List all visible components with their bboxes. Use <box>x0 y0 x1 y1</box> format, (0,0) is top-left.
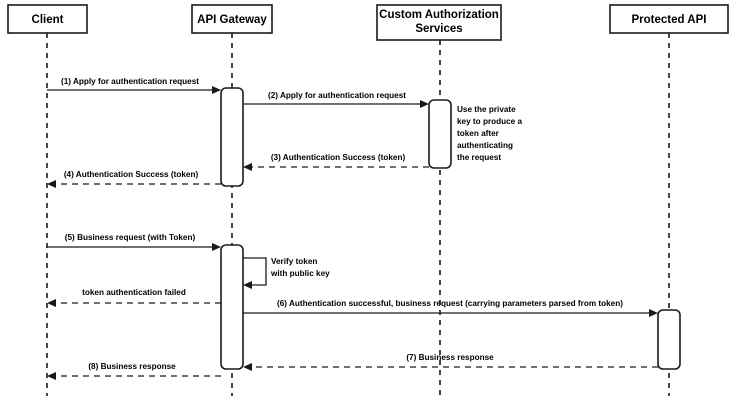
message-1-label: (1) Apply for authentication request <box>61 77 199 86</box>
participant-label-custom-authorization-services-line1: Custom Authorization <box>379 9 499 21</box>
message-6-label: (6) Authentication successful, business … <box>277 299 623 308</box>
message-4-label: (4) Authentication Success (token) <box>64 170 199 179</box>
participant-box-custom-authorization-services[interactable] <box>376 4 502 41</box>
participant-label-api-gateway: API Gateway <box>197 14 267 26</box>
note-private-key-line4: authenticating <box>457 141 513 150</box>
message-2-label: (2) Apply for authentication request <box>268 91 406 100</box>
note-private-key-line3: token after <box>457 129 500 138</box>
message-2-arrowhead-icon <box>420 100 429 108</box>
activation-api-gateway-business <box>220 244 244 370</box>
activation-protected-api <box>657 309 681 370</box>
message-3-label: (3) Authentication Success (token) <box>271 153 406 162</box>
message-6-arrowhead-icon <box>649 309 658 317</box>
self-call-verify-token[interactable]: Verify token with public key <box>243 257 330 289</box>
note-private-key-line2: key to produce a <box>457 117 523 126</box>
activation-api-gateway-auth <box>220 87 244 187</box>
activation-bars-group <box>220 87 681 370</box>
participant-api-gateway[interactable]: API Gateway <box>191 4 273 34</box>
message-token-authentication-failed-arrowhead-icon <box>47 299 56 307</box>
self-call-verify-token-arrowhead-icon <box>243 281 252 289</box>
message-4[interactable]: (4) Authentication Success (token) <box>47 170 221 188</box>
participant-client[interactable]: Client <box>7 4 88 34</box>
message-5-arrowhead-icon <box>212 243 221 251</box>
note-private-key-line5: the request <box>457 153 501 162</box>
message-4-arrowhead-icon <box>47 180 56 188</box>
message-8-label: (8) Business response <box>88 362 176 371</box>
message-6[interactable]: (6) Authentication successful, business … <box>243 299 658 317</box>
message-5[interactable]: (5) Business request (with Token) <box>47 233 221 251</box>
message-1-arrowhead-icon <box>212 86 221 94</box>
participant-label-client: Client <box>32 14 64 26</box>
self-call-verify-token-label-line1: Verify token <box>271 257 317 266</box>
message-token-authentication-failed-label: token authentication failed <box>82 288 186 297</box>
note-private-key: Use the private key to produce a token a… <box>457 105 523 162</box>
self-call-verify-token-label-line2: with public key <box>270 269 330 278</box>
message-7-label: (7) Business response <box>406 353 494 362</box>
message-7-arrowhead-icon <box>243 363 252 371</box>
lifelines-group <box>46 33 670 396</box>
message-3[interactable]: (3) Authentication Success (token) <box>243 153 429 171</box>
self-call-verify-token-line <box>243 257 267 286</box>
participant-label-custom-authorization-services-line2: Services <box>415 23 462 35</box>
message-8[interactable]: (8) Business response <box>47 362 221 380</box>
message-8-arrowhead-icon <box>47 372 56 380</box>
note-private-key-line1: Use the private <box>457 105 516 114</box>
message-3-arrowhead-icon <box>243 163 252 171</box>
message-token-authentication-failed[interactable]: token authentication failed <box>47 288 221 307</box>
message-7[interactable]: (7) Business response <box>243 353 658 371</box>
participant-custom-authorization-services[interactable]: Custom Authorization Services <box>376 4 502 41</box>
participant-protected-api[interactable]: Protected API <box>609 4 729 34</box>
message-2[interactable]: (2) Apply for authentication request <box>243 91 429 108</box>
message-5-label: (5) Business request (with Token) <box>65 233 196 242</box>
activation-custom-authorization-services <box>428 99 452 169</box>
participant-box-client[interactable] <box>7 4 88 34</box>
message-1[interactable]: (1) Apply for authentication request <box>47 77 221 94</box>
participant-box-api-gateway[interactable] <box>191 4 273 34</box>
participant-box-protected-api[interactable] <box>609 4 729 34</box>
participant-label-protected-api: Protected API <box>632 14 707 26</box>
